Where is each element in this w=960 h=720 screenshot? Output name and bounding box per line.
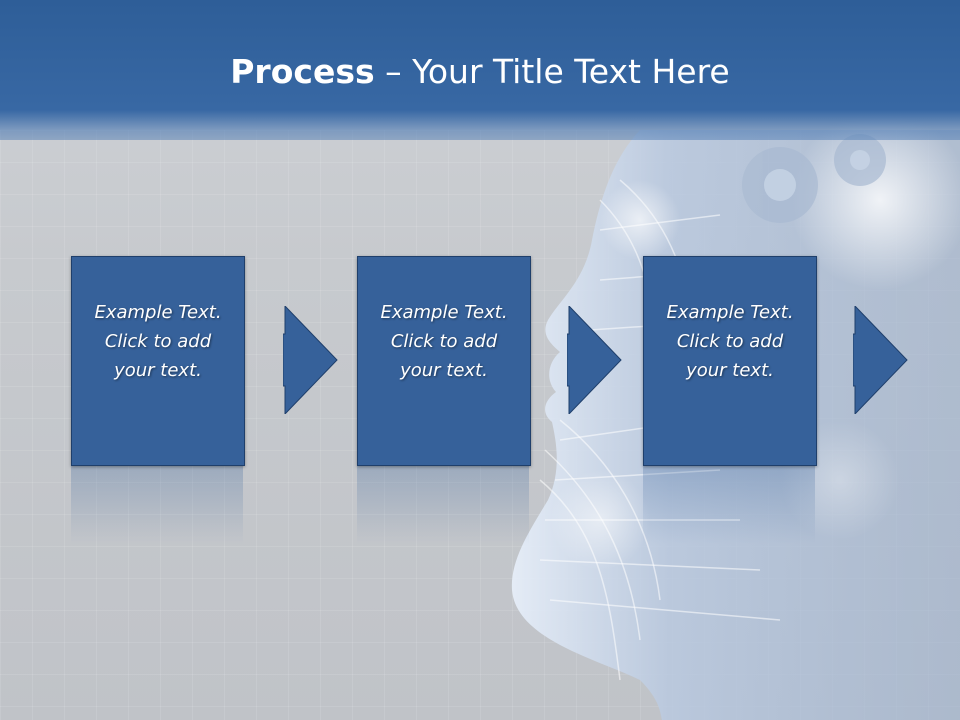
step-3-reflection: [643, 466, 815, 544]
step-1-box[interactable]: Example Text. Click to add your text.: [71, 256, 245, 466]
step-3-box[interactable]: Example Text. Click to add your text.: [643, 256, 817, 466]
title-rest: – Your Title Text Here: [374, 52, 730, 91]
title-bold: Process: [230, 52, 375, 91]
step-1-reflection: [71, 466, 243, 544]
right-arrow-icon: [567, 306, 622, 414]
step-3-line-3: your text.: [686, 359, 774, 381]
step-1-text[interactable]: Example Text. Click to add your text.: [78, 298, 238, 385]
right-arrow-icon: [283, 306, 338, 414]
step-1-line-3: your text.: [114, 359, 202, 381]
step-1-line-2: Click to add: [104, 330, 212, 352]
step-2-box[interactable]: Example Text. Click to add your text.: [357, 256, 531, 466]
step-3-line-1: Example Text.: [666, 301, 794, 323]
title-bar: [0, 0, 960, 140]
step-2-line-1: Example Text.: [380, 301, 508, 323]
step-2-line-3: your text.: [400, 359, 488, 381]
step-2-reflection: [357, 466, 529, 544]
right-arrow-icon: [853, 306, 908, 414]
step-2-line-2: Click to add: [390, 330, 498, 352]
step-3-line-2: Click to add: [676, 330, 784, 352]
step-2-text[interactable]: Example Text. Click to add your text.: [364, 298, 524, 385]
step-1-line-1: Example Text.: [94, 301, 222, 323]
page-title: Process – Your Title Text Here: [0, 52, 960, 91]
step-3-text[interactable]: Example Text. Click to add your text.: [650, 298, 810, 385]
